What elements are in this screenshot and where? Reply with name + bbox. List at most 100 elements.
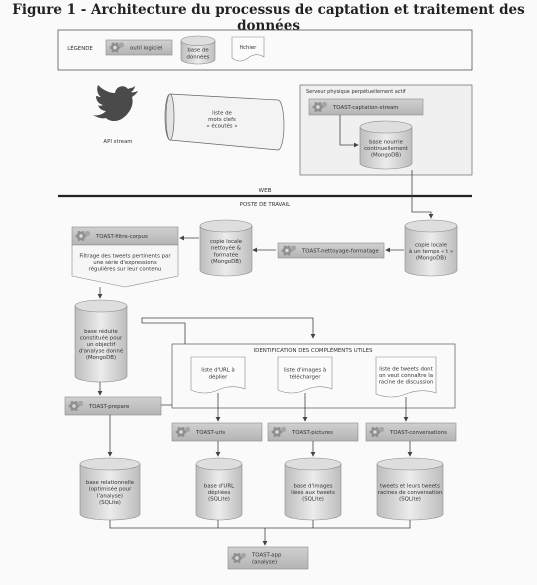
tool-captation <box>308 98 424 116</box>
db-tweets-text-line: racines de conversation <box>378 490 443 496</box>
arrow-captation-db <box>339 115 359 148</box>
db-clean-copy-text-line: formatée <box>214 251 239 258</box>
tool-prepare-label: TOAST-prepare <box>88 404 130 410</box>
legend-file-text-line: fichier <box>240 45 258 51</box>
tool-urls-label: TOAST-urls <box>195 430 225 436</box>
db-relational-text: base relationnelle(optimisée pourl'analy… <box>86 480 135 506</box>
keywords-text-line: liste de <box>212 110 232 116</box>
tool-prepare-label-line: TOAST-prepare <box>88 404 130 410</box>
db-urls-text-line: dépliées <box>208 489 231 496</box>
tool-cleaning <box>277 242 385 259</box>
file-urls-text-line: liste d'URL à <box>201 367 235 374</box>
db-local-copy-text-line: (MongoDB) <box>416 256 446 262</box>
filter-desc-line: Filtrage des tweets pertinents par <box>79 254 171 260</box>
db-clean-copy-text-line: (MongoDB) <box>211 259 241 265</box>
tool-conversations <box>365 422 457 442</box>
legend-db <box>180 35 216 65</box>
tool-conversations-label: TOAST-conversations <box>389 430 447 436</box>
db-tweets-text-line: (SQLite) <box>399 497 421 503</box>
legend-file-text: fichier <box>240 45 258 51</box>
db-reduced-text-line: base réduite <box>84 328 118 335</box>
file-conversations-text-line: on veut connaître la <box>379 372 433 379</box>
db-reduced-text-line: un objectif <box>87 342 116 348</box>
tool-pictures-label: TOAST-pictures <box>291 430 333 436</box>
tool-pictures-label-line: TOAST-pictures <box>291 430 333 436</box>
file-images-text-line: télécharger <box>289 373 321 380</box>
db-tweets <box>376 457 444 521</box>
db-continuous-text-line: base nourrie <box>369 139 404 145</box>
tool-urls-label-line: TOAST-urls <box>195 430 225 436</box>
db-local-copy-text-line: à un temps « t » <box>409 248 453 255</box>
tool-urls-gear-icon <box>175 426 191 437</box>
db-relational-text-line: (SQLite) <box>99 500 121 506</box>
legend-tool-label-line: outil logiciel <box>130 46 163 52</box>
server-title: Serveur physique perpétuellement actif <box>306 88 406 95</box>
db-reduced-text-line: d'analyse donné <box>79 348 124 355</box>
db-tweets-text-line: tweets et leurs tweets <box>380 483 440 489</box>
legend-tool-label: outil logiciel <box>130 46 163 52</box>
db-reduced-text-line: (MongoDB) <box>86 355 116 361</box>
tool-pictures-gear-icon <box>271 426 287 437</box>
tool-cleaning-label: TOAST-nettoyage-formatage <box>301 249 379 255</box>
file-conversations-text-line: liste de tweets dont <box>379 366 432 372</box>
tool-app-label-line: TOAST-app <box>251 553 282 559</box>
legend-tool-gear-icon <box>109 42 125 53</box>
db-urls <box>195 457 243 521</box>
filter-desc-line: une série d'expressions <box>93 259 157 266</box>
tool-app-gear-icon <box>231 552 247 563</box>
db-relational-text-line: base relationnelle <box>86 480 135 486</box>
tool-app <box>227 546 309 570</box>
file-conversations-text-line: racine de discussion <box>379 380 434 386</box>
tool-cleaning-gear-icon <box>281 245 297 256</box>
web-label: WEB <box>259 188 272 194</box>
db-images-text-line: liées aux tweets <box>291 489 335 496</box>
legend-file <box>231 36 265 62</box>
filter-gear-icon <box>75 230 91 241</box>
collector-line <box>109 520 411 529</box>
db-continuous-text-line: (MongoDB) <box>371 153 401 159</box>
api-stream-label: API stream <box>103 139 132 145</box>
db-relational <box>79 457 141 521</box>
legend-heading-line: LÉGENDE <box>67 44 93 52</box>
db-reduced <box>74 299 128 383</box>
keywords-text-line: « écoutés » <box>206 123 237 130</box>
db-relational-text-line: l'analyse) <box>97 493 123 499</box>
tool-cleaning-label-line: TOAST-nettoyage-formatage <box>301 249 379 255</box>
db-local-copy <box>404 219 458 277</box>
workstation-label-line: POSTE DE TRAVAIL <box>240 202 290 208</box>
db-relational-text-line: (optimisée pour <box>89 486 132 493</box>
db-images-text-line: base d'images <box>293 483 332 489</box>
db-images <box>284 457 342 521</box>
tool-app-label: TOAST-app(analyse) <box>251 553 282 566</box>
arrow-db-local <box>411 170 434 219</box>
tool-prepare-gear-icon <box>68 400 84 411</box>
tool-conversations-label-line: TOAST-conversations <box>389 430 447 436</box>
file-urls <box>190 356 246 394</box>
twitter-bird-icon <box>93 85 138 121</box>
tool-conversations-gear-icon <box>369 426 385 437</box>
file-images <box>277 356 333 394</box>
filter-desc-box <box>71 244 179 288</box>
tool-captation-gear-icon <box>312 101 328 112</box>
db-reduced-text-line: constituée pour <box>80 334 123 341</box>
server-title-line: Serveur physique perpétuellement actif <box>306 88 406 95</box>
legend-db-text-line: données <box>187 53 210 60</box>
workstation-label: POSTE DE TRAVAIL <box>240 202 290 208</box>
db-urls-text-line: base d'URL <box>204 483 234 489</box>
db-clean-copy-text-line: copie locale <box>210 239 243 245</box>
db-clean-copy-text-line: nettoyée & <box>211 245 242 252</box>
keywords-cone <box>164 93 285 151</box>
file-conversations <box>375 356 437 398</box>
db-clean-copy <box>199 219 253 277</box>
